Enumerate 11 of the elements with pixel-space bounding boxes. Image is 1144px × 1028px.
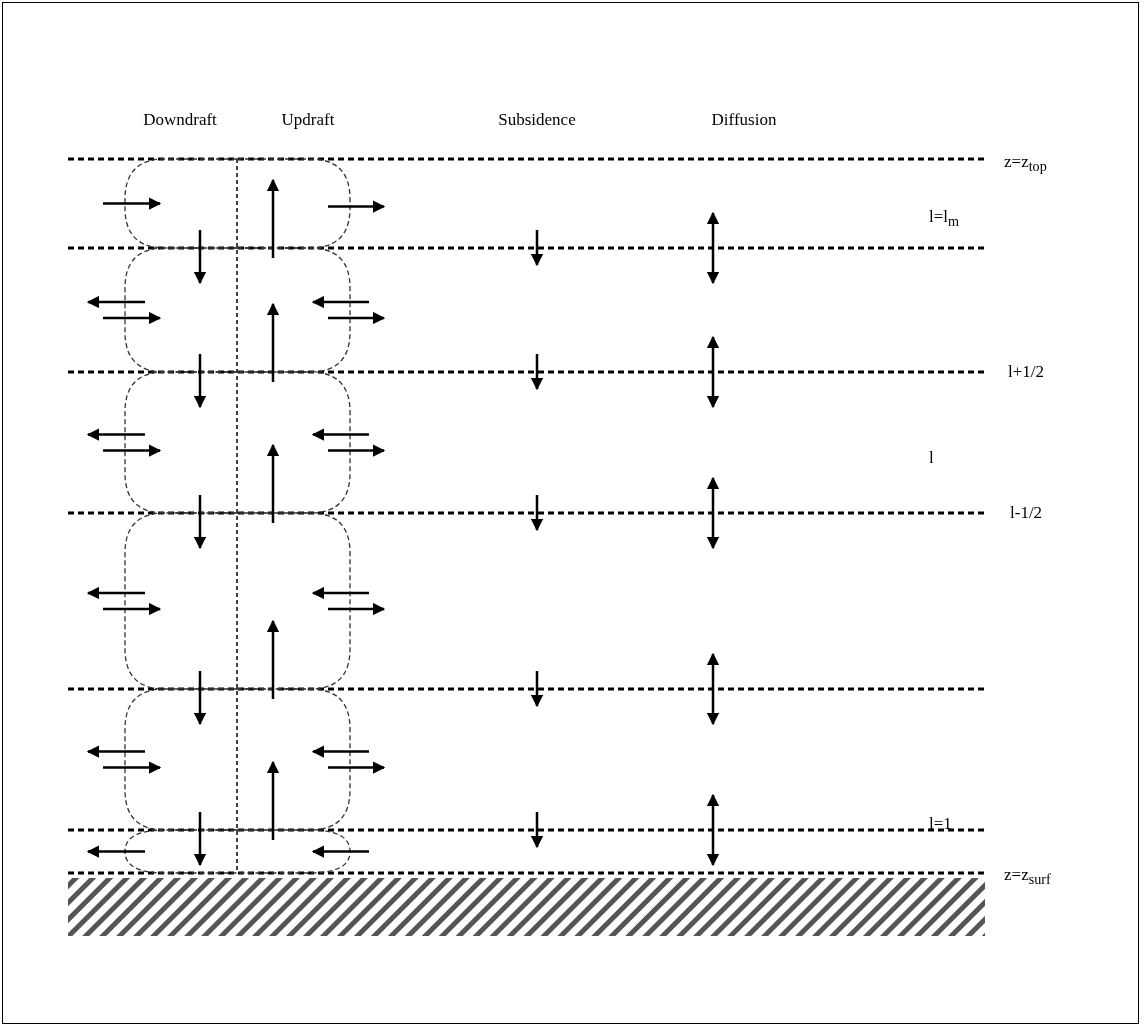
layer-label: l=1 — [929, 814, 952, 834]
column-heading: Subsidence — [498, 110, 576, 130]
column-heading: Updraft — [281, 110, 335, 130]
level-label: z=z$_{surf}$ — [1004, 865, 1051, 890]
level-label: z=z$_{top}$ — [1004, 152, 1047, 177]
level-label: l+1/2 — [1008, 362, 1045, 382]
layer-label: l=l$_{m}$ — [929, 207, 960, 232]
column-heading: Downdraft — [143, 110, 217, 130]
column-heading: Diffusion — [711, 110, 777, 130]
level-label: l-1/2 — [1010, 503, 1043, 523]
layer-label: l — [929, 448, 934, 468]
